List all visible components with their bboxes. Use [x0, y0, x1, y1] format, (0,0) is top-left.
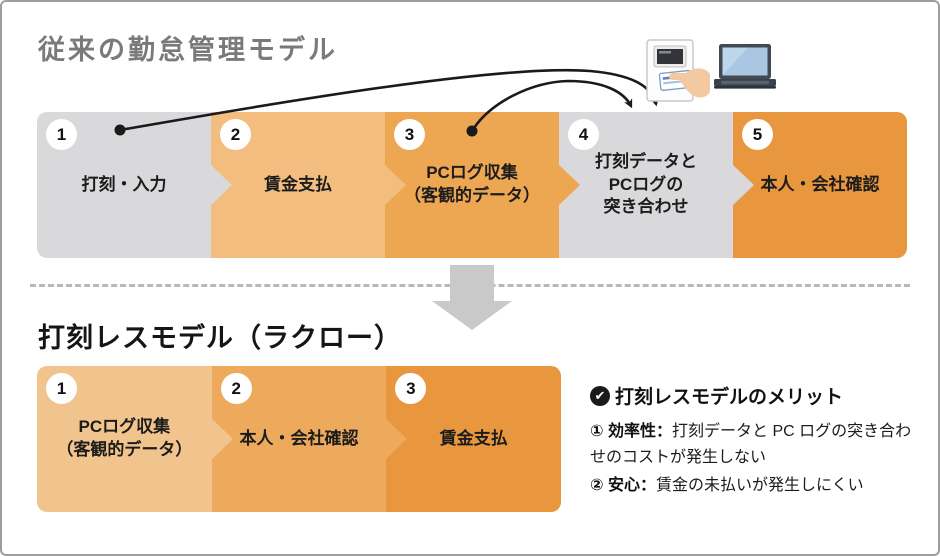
- top-step-5: 5 本人・会社確認: [733, 112, 907, 258]
- top-step-4: 4 打刻データと PCログの 突き合わせ: [559, 112, 754, 258]
- step-label: 賃金支払: [439, 428, 508, 448]
- merit-panel: ✔ 打刻レスモデルのメリット ① 効率性：打刻データと PC ログの突き合わせの…: [590, 382, 916, 499]
- merit-heading: ✔ 打刻レスモデルのメリット: [590, 382, 916, 409]
- rakuro-flow: 1 PCログ収集 （客観的データ） 2 本人・会社確認 3 賃金支払: [37, 366, 562, 512]
- step-label: 本人・会社確認: [239, 428, 359, 448]
- merit-item-prefix: ① 効率性：: [590, 423, 672, 440]
- laptop-icon: [714, 44, 776, 89]
- rakuro-model-title: 打刻レスモデル（ラクロー）: [38, 323, 402, 353]
- chevron-right-icon: [732, 164, 754, 206]
- merit-item-text: 打刻データと PC ログの突き合わせのコストが発生しない: [590, 423, 912, 466]
- traditional-flow: 1 打刻・入力 2 賃金支払 3 PCログ収集 （客観的データ） 4 打刻データ…: [37, 112, 907, 258]
- step-label: 賃金支払: [264, 174, 332, 194]
- step-number-badge: 4: [568, 119, 599, 150]
- step-label: 打刻・入力: [81, 174, 167, 194]
- step-number-badge: 3: [394, 119, 425, 150]
- merit-item-2: ② 安心：賃金の未払いが発生しにくい: [590, 473, 916, 499]
- merit-item-prefix: ② 安心：: [590, 476, 656, 494]
- bottom-step-1: 1 PCログ収集 （客観的データ）: [37, 366, 233, 512]
- bottom-step-2: 2 本人・会社確認: [211, 366, 408, 512]
- merit-list: ① 効率性：打刻データと PC ログの突き合わせのコストが発生しない ② 安心：…: [590, 419, 916, 499]
- chevron-right-icon: [210, 164, 232, 206]
- step-label: 打刻データと PCログの 突き合わせ: [595, 151, 697, 217]
- step-number-badge: 1: [46, 119, 77, 150]
- step-number-badge: 5: [742, 119, 773, 150]
- top-step-3: 3 PCログ収集 （客観的データ）: [385, 112, 580, 258]
- merit-item-1: ① 効率性：打刻データと PC ログの突き合わせのコストが発生しない: [590, 419, 916, 471]
- merit-item-text: 賃金の未払いが発生しにくい: [656, 476, 864, 494]
- step-number-badge: 2: [220, 119, 251, 150]
- step-number-badge: 1: [46, 373, 77, 404]
- step-number-badge: 3: [395, 373, 427, 404]
- top-step-1: 1 打刻・入力: [37, 112, 232, 258]
- bottom-step-3: 3 賃金支払: [386, 366, 562, 512]
- merit-heading-label: 打刻レスモデルのメリット: [615, 387, 844, 408]
- dashed-divider: [30, 284, 910, 287]
- chevron-right-icon: [384, 164, 406, 206]
- traditional-model-title: 従来の勤怠管理モデル: [38, 35, 338, 65]
- top-step-2: 2 賃金支払: [211, 112, 406, 258]
- check-icon: ✔: [590, 385, 610, 406]
- chevron-right-icon: [210, 418, 233, 460]
- step-label: PCログ収集 （客観的データ）: [56, 417, 193, 459]
- chevron-right-icon: [385, 418, 408, 460]
- step-label: 本人・会社確認: [760, 174, 880, 194]
- time-clock-icon: [646, 39, 710, 102]
- chevron-right-icon: [558, 164, 580, 206]
- step-label: PCログ収集 （客観的データ）: [404, 163, 540, 205]
- down-arrow-icon: [432, 265, 512, 330]
- step-number-badge: 2: [220, 373, 252, 404]
